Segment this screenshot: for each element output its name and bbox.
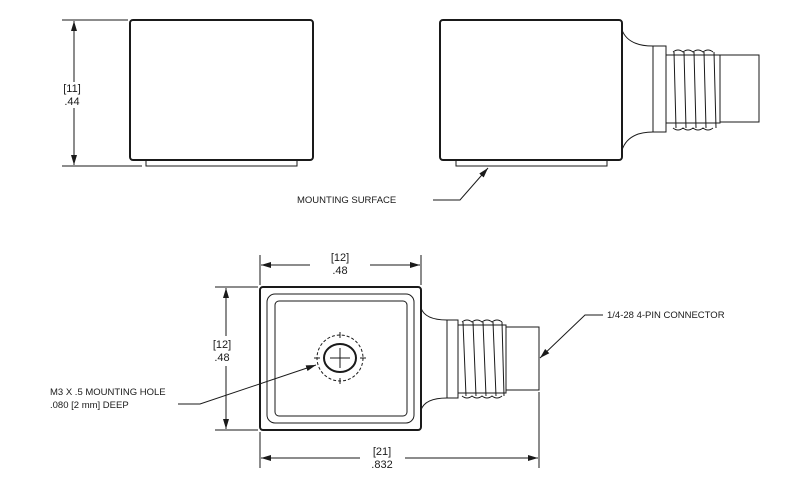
top-width-in: .48 (332, 265, 347, 277)
mounting-surface-callout: MOUNTING SURFACE (297, 167, 489, 206)
connector-label: 1/4-28 4-PIN CONNECTOR (607, 310, 725, 321)
top-width-dimension: [12] .48 (259, 252, 422, 285)
side-height-mm: [11] (63, 83, 81, 95)
connector-callout: 1/4-28 4-PIN CONNECTOR (539, 310, 725, 359)
thread-icon (457, 319, 507, 399)
overall-length-in: .832 (371, 459, 392, 471)
thread-icon (665, 49, 721, 131)
overall-length-dimension: [21] .832 (259, 392, 540, 471)
top-height-dimension: [12] .48 (213, 286, 258, 431)
mounting-hole-label-line1: M3 X .5 MOUNTING HOLE (50, 387, 166, 398)
overall-length-mm: [21] (373, 446, 391, 458)
side-view-connector-body (439, 19, 760, 167)
mounting-hole-label-line2: .080 [2 mm] DEEP (50, 400, 129, 411)
top-height-in: .48 (214, 352, 229, 364)
side-view-body (129, 19, 314, 167)
side-view-height-dimension: [11] .44 (62, 19, 142, 167)
top-height-mm: [12] (213, 339, 231, 351)
side-height-in: .44 (64, 96, 79, 108)
mounting-hole-icon (314, 332, 366, 384)
top-width-mm: [12] (331, 252, 349, 264)
top-view-body (259, 286, 540, 431)
mounting-surface-label: MOUNTING SURFACE (297, 195, 396, 206)
mounting-hole-callout: M3 X .5 MOUNTING HOLE .080 [2 mm] DEEP (50, 364, 317, 411)
